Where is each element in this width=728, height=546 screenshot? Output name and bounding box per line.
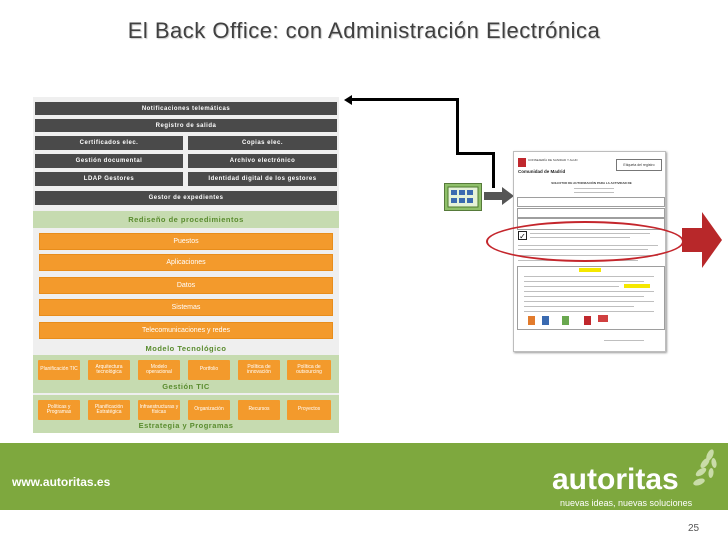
form-highlight	[624, 284, 650, 288]
orange-bar-puestos: Puestos	[39, 233, 333, 250]
orange-bar-aplicaciones: Aplicaciones	[39, 254, 333, 271]
tic-button-portfolio: Portfolio	[188, 360, 230, 380]
gestor-expedientes-bar: Gestor de expedientes	[35, 191, 337, 205]
rediseno-label: Rediseño de procedimientos	[128, 215, 244, 224]
modelo-tecnologico-label: Modelo Tecnológico	[145, 344, 227, 353]
file-attachment-icon	[598, 315, 608, 322]
strategy-button-politicas: Políticas y Programas	[38, 400, 80, 420]
orange-bar-datos: Datos	[39, 277, 333, 294]
tic-button-innovacion: Política de innovación	[238, 360, 280, 380]
form-line	[524, 296, 644, 297]
connector-line	[492, 152, 495, 188]
footer-url[interactable]: www.autoritas.es	[12, 475, 111, 489]
highlight-oval	[486, 221, 684, 262]
estrategia-label: Estrategia y Programas	[138, 421, 234, 430]
form-line	[574, 188, 614, 189]
connector-line	[456, 98, 459, 155]
form-line	[524, 291, 654, 292]
strategy-button-recursos: Recursos	[238, 400, 280, 420]
strategy-button-planificacion: Planificación Estratégica	[88, 400, 130, 420]
gestion-documental-box: Gestión documental	[35, 154, 183, 168]
form-line	[524, 301, 654, 302]
form-line	[524, 306, 634, 307]
form-field	[517, 208, 665, 218]
form-line	[524, 286, 619, 287]
archivo-box: Archivo electrónico	[188, 154, 337, 168]
arrow-head-left-icon	[344, 95, 352, 105]
form-heading: SOLICITUD DE AUTORIZACIÓN PARA LA ACTIVI…	[551, 181, 632, 185]
orange-bar-telecomunicaciones: Telecomunicaciones y redes	[39, 322, 333, 339]
file-attachment-icon	[584, 316, 591, 325]
red-arrow-right-icon	[682, 212, 722, 268]
brand-slogan: nuevas ideas, nuevas soluciones	[560, 498, 693, 508]
form-line	[524, 281, 644, 282]
footer-band	[0, 443, 728, 510]
tic-button-planificacion: Planificación TIC	[38, 360, 80, 380]
connector-line	[456, 152, 495, 155]
notificaciones-bar: Notificaciones telemáticas	[35, 102, 337, 115]
slide-title: El Back Office: con Administración Elect…	[127, 18, 601, 43]
form-documents-section	[517, 266, 665, 330]
form-line	[524, 311, 654, 312]
identidad-box: Identidad digital de los gestores	[188, 172, 337, 186]
tic-button-outsourcing: Política de outsourcing	[287, 360, 331, 380]
file-attachment-icon	[562, 316, 569, 325]
page-number: 25	[688, 523, 700, 534]
madrid-logo-icon	[518, 158, 526, 167]
rediseno-band	[33, 211, 339, 228]
registro-bar: Registro de salida	[35, 119, 337, 132]
strategy-button-proyectos: Proyectos	[287, 400, 331, 420]
orange-bar-sistemas: Sistemas	[39, 299, 333, 316]
tic-button-modelo: Modelo operacional	[138, 360, 180, 380]
form-field	[517, 197, 665, 207]
form-stamp-box: Etiqueta del registro	[616, 159, 662, 171]
copias-box: Copias elec.	[188, 136, 337, 150]
ldap-box: LDAP Gestores	[35, 172, 183, 186]
form-line	[574, 192, 614, 193]
certificados-box: Certificados elec.	[35, 136, 183, 150]
brand-logo: autoritas	[552, 463, 679, 496]
form-header-small: CONSEJERÍA DE SANIDAD Y ALUD	[528, 158, 578, 162]
form-entity: Comunidad de Madrid	[518, 169, 566, 174]
file-attachment-icon	[542, 316, 549, 325]
form-line	[604, 340, 644, 341]
architecture-diagram: Notificaciones telemáticas Registro de s…	[33, 97, 339, 433]
form-grid-icon	[444, 183, 482, 211]
arrow-right-icon	[484, 187, 514, 205]
form-highlight	[579, 268, 601, 272]
strategy-button-infraestructuras: Infraestructuras y físicas	[138, 400, 180, 420]
file-attachment-icon	[528, 316, 535, 325]
gestion-tic-label: Gestión TIC	[162, 382, 210, 391]
laurel-icon	[693, 449, 717, 486]
form-line	[524, 276, 654, 277]
tic-button-arquitectura: Arquitectura tecnológica	[88, 360, 130, 380]
connector-line	[351, 98, 459, 101]
strategy-button-organizacion: Organización	[188, 400, 230, 420]
